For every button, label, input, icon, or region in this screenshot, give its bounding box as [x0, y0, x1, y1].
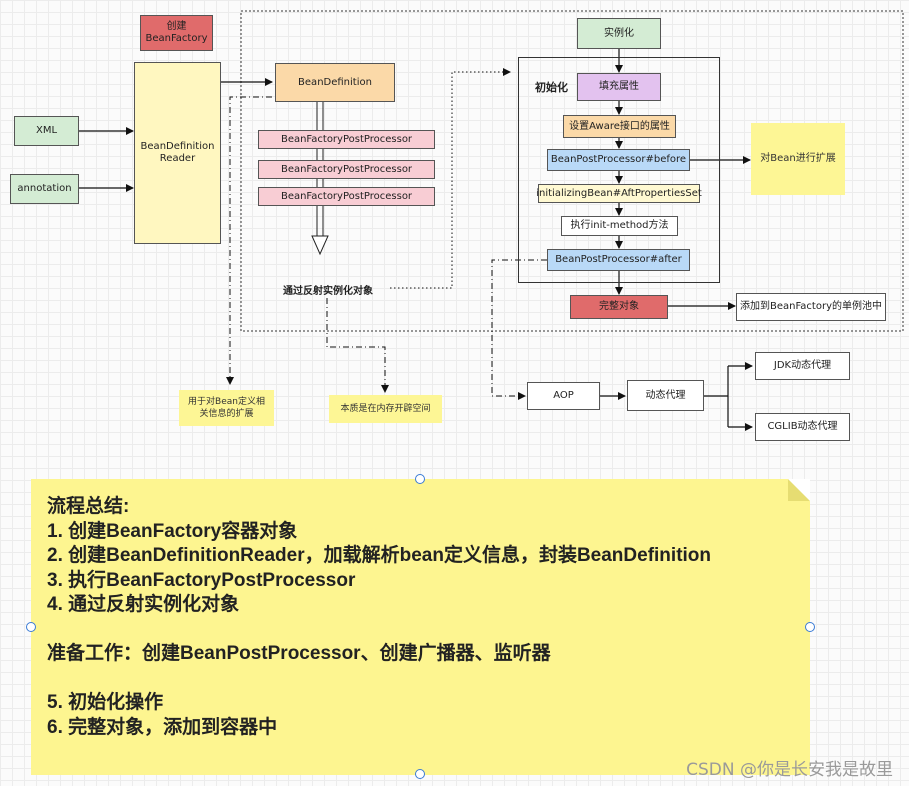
- summary-note[interactable]: 流程总结: 1. 创建BeanFactory容器对象 2. 创建BeanDefi…: [31, 479, 810, 775]
- complete-object-box: 完整对象: [570, 295, 668, 319]
- resize-handle-left[interactable]: [26, 622, 36, 632]
- resize-handle-top[interactable]: [415, 474, 425, 484]
- bpp-after-box: BeanPostProcessor#after: [547, 249, 690, 271]
- dashdot-reflect-memory: [326, 298, 389, 393]
- dashdot-definition-note: [226, 96, 272, 385]
- create-beanfactory-box: 创建 BeanFactory: [140, 15, 213, 51]
- extend-definition-note: 用于对Bean定义相 关信息的扩展: [179, 390, 274, 426]
- container-dotted-border: [240, 10, 904, 332]
- summary-line: 准备工作：创建BeanPostProcessor、创建广播器、监听器: [47, 643, 551, 664]
- summary-text: 流程总结: 1. 创建BeanFactory容器对象 2. 创建BeanDefi…: [47, 495, 711, 740]
- init-frame: [518, 57, 720, 283]
- init-title: 初始化: [535, 81, 568, 94]
- annotation-box: annotation: [10, 174, 79, 204]
- set-aware-box: 设置Aware接口的属性: [563, 115, 676, 138]
- summary-line: 1. 创建BeanFactory容器对象: [47, 520, 298, 542]
- csdn-watermark: CSDN @你是长安我是故里: [686, 760, 893, 780]
- summary-line: 5. 初始化操作: [47, 692, 164, 713]
- xml-box: XML: [14, 116, 79, 146]
- initializing-bean-box: initializingBean#AftPropertiesSet: [536, 184, 702, 203]
- bean-factory-post-processor-1: BeanFactoryPostProcessor: [258, 130, 435, 149]
- aop-box: AOP: [527, 382, 600, 410]
- summary-line: [47, 667, 711, 692]
- summary-line: 4. 通过反射实例化对象: [47, 594, 240, 615]
- bpp-before-box: BeanPostProcessor#before: [547, 149, 690, 171]
- bean-definition-box: BeanDefinition: [275, 63, 395, 102]
- resize-handle-right[interactable]: [805, 622, 815, 632]
- init-method-box: 执行init-method方法: [561, 216, 678, 236]
- add-to-pool-box: 添加到BeanFactory的单例池中: [736, 293, 886, 321]
- resize-handle-bottom[interactable]: [415, 769, 425, 779]
- summary-line: 流程总结:: [47, 496, 130, 517]
- summary-line: 3. 执行BeanFactoryPostProcessor: [47, 569, 356, 591]
- summary-line: 2. 创建BeanDefinitionReader，加载解析bean定义信息，封…: [47, 545, 712, 566]
- summary-line: [47, 618, 711, 643]
- fill-properties-box: 填充属性: [577, 73, 661, 101]
- dotted-reflect-to-init: [390, 68, 511, 289]
- cglib-proxy-box: CGLIB动态代理: [755, 413, 850, 441]
- instantiate-box: 实例化: [577, 18, 661, 49]
- hollow-arrow-head: [311, 235, 329, 256]
- dashdot-after-aop: [491, 259, 547, 400]
- summary-fold-corner: [788, 479, 810, 501]
- reflect-instantiate-label: 通过反射实例化对象: [283, 286, 373, 297]
- dynamic-proxy-box: 动态代理: [627, 380, 704, 411]
- jdk-proxy-box: JDK动态代理: [755, 352, 850, 380]
- bean-factory-post-processor-2: BeanFactoryPostProcessor: [258, 160, 435, 179]
- memory-note: 本质是在内存开辟空间: [329, 395, 442, 423]
- bean-definition-reader-box: BeanDefinition Reader: [134, 62, 221, 244]
- summary-line: 6. 完整对象，添加到容器中: [47, 716, 278, 738]
- extend-bean-note: 对Bean进行扩展: [751, 123, 845, 195]
- bean-factory-post-processor-3: BeanFactoryPostProcessor: [258, 187, 435, 206]
